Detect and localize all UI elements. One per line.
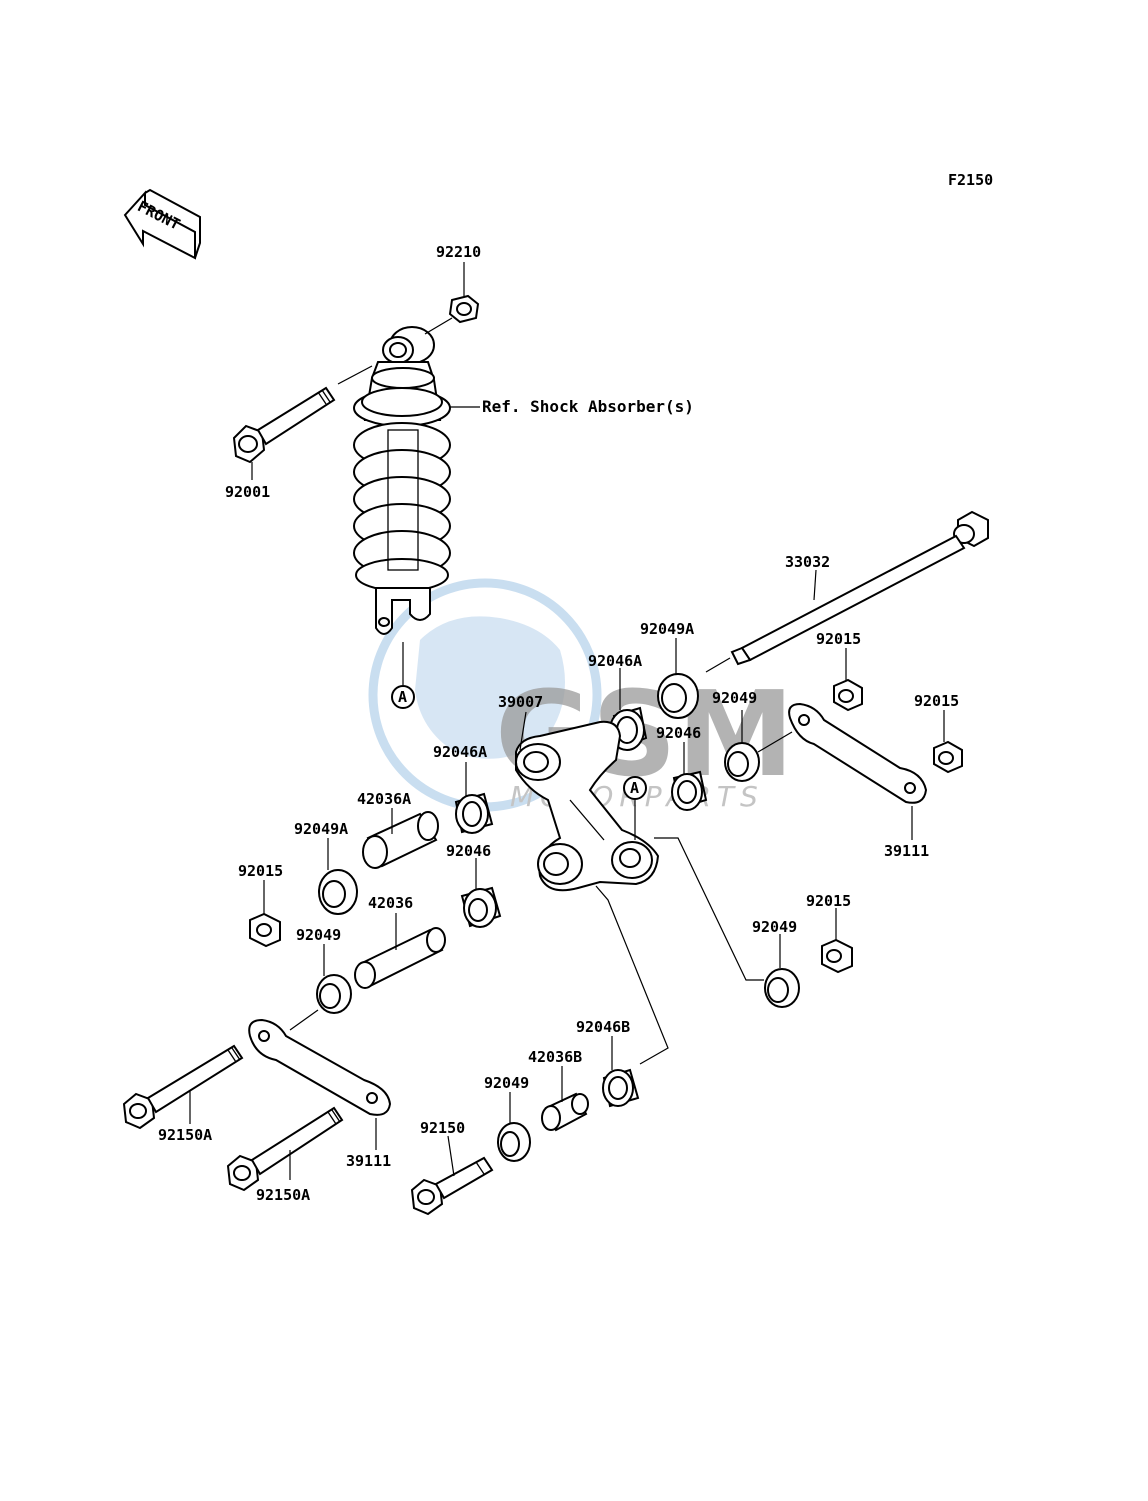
label-92049-bottom: 92049	[484, 1074, 529, 1092]
rocker-arm-39007	[515, 711, 660, 892]
label-92150: 92150	[420, 1119, 465, 1137]
label-92015-c: 92015	[806, 892, 851, 910]
label-92046a-top: 92046A	[588, 652, 642, 670]
label-39111-right: 39111	[884, 842, 929, 860]
label-92049a-left: 92049A	[294, 820, 348, 838]
nut-92015-left	[249, 880, 281, 948]
bolt-92150	[410, 1135, 494, 1216]
watermark-globe-land	[415, 616, 565, 759]
diagram-code: F2150	[948, 171, 993, 189]
label-92015-a: 92015	[816, 630, 861, 648]
label-92046-left: 92046	[446, 842, 491, 860]
label-92049-top: 92049	[712, 689, 757, 707]
washer-92049-top	[724, 710, 793, 782]
label-92150a-a: 92150A	[158, 1126, 212, 1144]
connector-a-right-text: A	[630, 779, 639, 797]
label-92049-right: 92049	[752, 918, 797, 936]
washer-92049a-left	[318, 838, 358, 915]
label-92049a-top: 92049A	[640, 620, 694, 638]
label-42036: 42036	[368, 894, 413, 912]
sleeve-42036a	[362, 808, 439, 869]
tie-rod-39111-left	[248, 1009, 392, 1150]
bolt-92150a-b	[226, 1106, 344, 1192]
nut-92015-c	[821, 908, 853, 974]
nut-92210	[424, 262, 480, 335]
label-92046b: 92046B	[576, 1018, 630, 1036]
bearing-92046b	[602, 1036, 640, 1108]
label-92001: 92001	[225, 483, 270, 501]
washer-92049a-top	[657, 638, 699, 719]
bolt-92150a-a	[122, 1044, 244, 1130]
nut-92015-a	[833, 648, 863, 712]
leader-bracket-bottom	[595, 885, 669, 1065]
sleeve-42036	[354, 913, 446, 989]
bearing-92046a-left	[454, 762, 494, 834]
label-39007: 39007	[498, 693, 543, 711]
label-42036b: 42036B	[528, 1048, 582, 1066]
nut-92015-b	[933, 710, 963, 774]
leader-bracket-right	[654, 837, 764, 981]
label-92210: 92210	[436, 243, 481, 261]
label-92046-top: 92046	[656, 724, 701, 742]
reference-note: Ref. Shock Absorber(s)	[482, 397, 694, 416]
washer-92049-right	[764, 934, 800, 1008]
connector-marker-a-right	[623, 776, 647, 800]
connector-a-left-text: A	[398, 688, 407, 706]
label-92015-b: 92015	[914, 692, 959, 710]
label-92046a-left: 92046A	[433, 743, 487, 761]
shock-absorber	[353, 326, 451, 635]
bearing-92046-left	[460, 858, 502, 928]
bearing-92046-top	[671, 742, 708, 811]
label-92015-left: 92015	[238, 862, 283, 880]
label-42036a: 42036A	[357, 790, 411, 808]
bolt-33032	[705, 510, 989, 673]
front-direction-arrow-icon: FRONT	[123, 188, 201, 260]
label-33032: 33032	[785, 553, 830, 571]
tie-rod-39111-right	[788, 702, 928, 840]
washer-92049-bottom	[497, 1092, 531, 1162]
washer-92049-left	[316, 944, 352, 1014]
label-39111-left: 39111	[346, 1152, 391, 1170]
sleeve-42036b	[541, 1066, 589, 1132]
connector-marker-a-left	[391, 685, 415, 709]
label-92049-left: 92049	[296, 926, 341, 944]
label-92150a-b: 92150A	[256, 1186, 310, 1204]
bolt-92001	[232, 365, 373, 480]
